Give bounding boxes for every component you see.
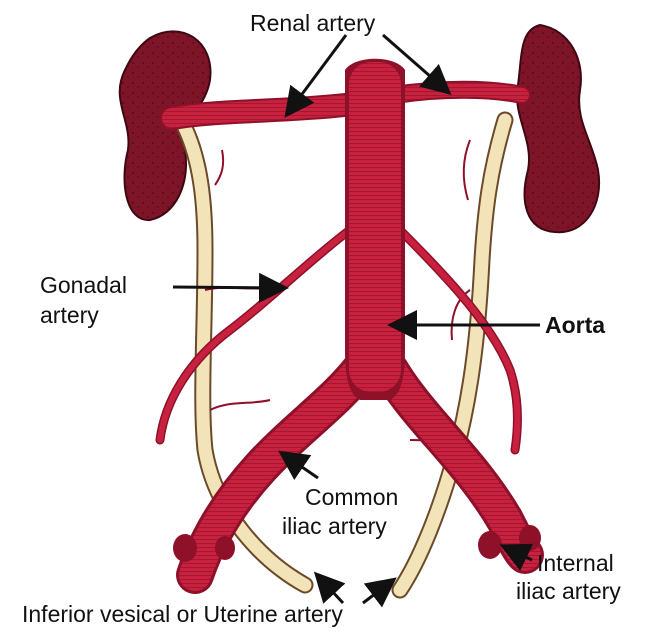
- gonadal-artery-label-line2: artery: [40, 302, 99, 328]
- inferior-vesical-label: Inferior vesical or Uterine artery: [22, 601, 343, 627]
- right-kidney: [517, 25, 599, 232]
- gonadal-artery-label-line1: Gonadal: [40, 272, 127, 298]
- aorta-label: Aorta: [545, 312, 605, 338]
- common-iliac-label-line2: iliac artery: [282, 513, 387, 539]
- renal-artery-label: Renal artery: [250, 10, 375, 36]
- internal-iliac-label-line1: Internal: [537, 550, 614, 576]
- internal-iliac-label-line2: iliac artery: [516, 578, 621, 604]
- common-iliac-label-line1: Common: [305, 484, 398, 510]
